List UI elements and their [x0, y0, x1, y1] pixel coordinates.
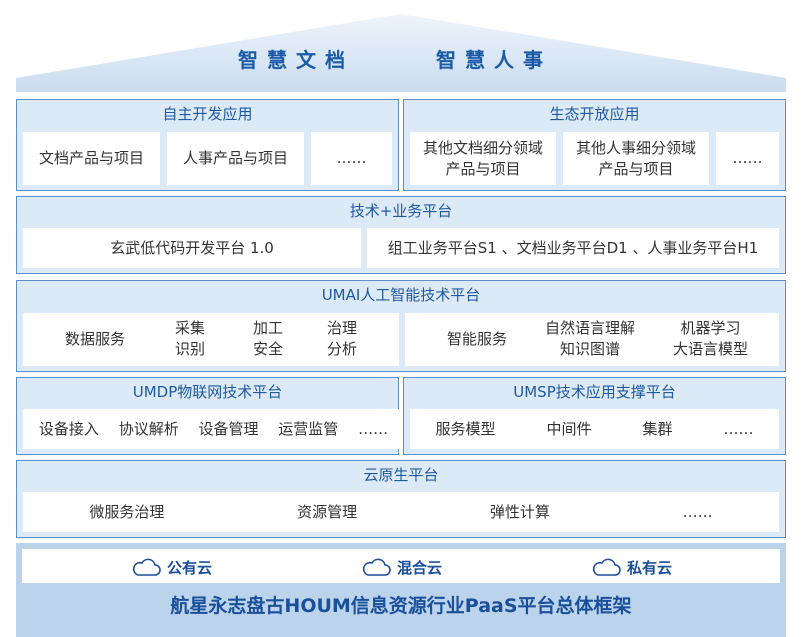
business-platforms: 组工业务平台S1 、文档业务平台D1 、人事业务平台H1: [367, 228, 779, 268]
cloud-native-more: ……: [682, 502, 713, 521]
smart-services-box: 智能服务 自然语言理解 知识图谱 机器学习 大语言模型: [405, 313, 779, 366]
eco-app-docs-line1: 其他文档细分领域: [422, 138, 543, 157]
data-service-collect: 采集: [175, 319, 206, 337]
self-app-docs: 文档产品与项目: [23, 132, 160, 185]
smart-service-group-2: 机器学习 大语言模型: [673, 318, 748, 360]
umsp-title: UMSP技术应用支撑平台: [513, 383, 676, 401]
data-service-security: 安全: [253, 340, 284, 358]
umsp-middleware: 中间件: [546, 419, 592, 438]
data-services-box: 数据服务 采集 识别 加工 安全 治理 分析: [23, 313, 399, 366]
roof-banner: [16, 14, 786, 92]
umdp-device-mgmt: 设备管理: [198, 419, 259, 438]
eco-app-hr-line1: 其他人事细分领域: [575, 138, 696, 157]
cloud-public: 公有云: [131, 556, 212, 578]
eco-app-more: ……: [716, 132, 779, 185]
umdp-protocol-parse: 协议解析: [118, 419, 179, 438]
eco-app-docs: 其他文档细分领域 产品与项目: [410, 132, 556, 185]
eco-app-docs-line2: 产品与项目: [445, 159, 521, 178]
smart-service-llm: 大语言模型: [673, 340, 749, 358]
lowcode-platform: 玄武低代码开发平台 1.0: [23, 228, 361, 268]
cloud-icon: [362, 558, 391, 576]
tech-biz-title: 技术+业务平台: [349, 202, 453, 220]
cloud-private: 私有云: [591, 556, 672, 578]
eco-apps-title: 生态开放应用: [549, 105, 640, 123]
data-service-process: 加工: [253, 319, 284, 337]
smart-service-knowledge-graph: 知识图谱: [560, 340, 621, 358]
data-service-identify: 识别: [175, 340, 206, 358]
cloud-private-label: 私有云: [627, 558, 673, 577]
umsp-items: 服务模型 中间件 集群 ……: [410, 409, 779, 449]
umsp-cluster: 集群: [642, 419, 673, 438]
umsp-panel: UMSP技术应用支撑平台 服务模型 中间件 集群 ……: [403, 377, 786, 455]
smart-service-nlu: 自然语言理解: [545, 319, 636, 337]
smart-service-group-1: 自然语言理解 知识图谱: [545, 318, 635, 360]
self-apps-panel: 自主开发应用 文档产品与项目 人事产品与项目 ……: [16, 99, 399, 191]
cloud-native-title: 云原生平台: [363, 466, 439, 484]
data-service-govern: 治理: [327, 319, 358, 337]
cloud-hybrid-label: 混合云: [397, 558, 443, 577]
self-apps-title: 自主开发应用: [162, 105, 253, 123]
cloud-hybrid: 混合云: [361, 556, 442, 578]
eco-apps-panel: 生态开放应用 其他文档细分领域 产品与项目 其他人事细分领域 产品与项目 ……: [403, 99, 786, 191]
cloud-native-microservice: 微服务治理: [89, 502, 165, 521]
data-services-label: 数据服务: [65, 330, 126, 348]
data-service-process-security: 加工 安全: [253, 318, 283, 360]
cloud-native-elastic: 弹性计算: [489, 502, 550, 521]
umdp-title: UMDP物联网技术平台: [132, 383, 283, 401]
umai-panel: UMAI人工智能技术平台 数据服务 采集 识别 加工 安全 治理 分析 智能服务…: [16, 280, 786, 372]
cloud-strip: [22, 549, 780, 583]
cloud-native-resource: 资源管理: [297, 502, 358, 521]
umdp-panel: UMDP物联网技术平台 设备接入 协议解析 设备管理 运营监管 ……: [16, 377, 404, 455]
data-service-collect-identify: 采集 识别: [175, 318, 205, 360]
umdp-more: ……: [358, 419, 389, 438]
eco-app-hr-line2: 产品与项目: [598, 159, 674, 178]
self-app-hr: 人事产品与项目: [167, 132, 304, 185]
eco-app-hr: 其他人事细分领域 产品与项目: [563, 132, 709, 185]
cloud-native-panel: 云原生平台 微服务治理 资源管理 弹性计算 ……: [16, 460, 786, 538]
cloud-native-items: 微服务治理 资源管理 弹性计算 ……: [23, 492, 779, 532]
umsp-more: ……: [723, 419, 754, 438]
umdp-ops-monitor: 运营监管: [278, 419, 339, 438]
data-service-analyze: 分析: [327, 340, 358, 358]
umai-title: UMAI人工智能技术平台: [321, 286, 481, 304]
umdp-items: 设备接入 协议解析 设备管理 运营监管 ……: [23, 409, 404, 449]
framework-title: 航星永志盘古HOUM信息资源行业PaaS平台总体框架: [170, 595, 632, 617]
self-app-more: ……: [311, 132, 392, 185]
smart-services-label: 智能服务: [447, 330, 508, 348]
umdp-device-access: 设备接入: [38, 419, 99, 438]
cloud-public-label: 公有云: [167, 558, 213, 577]
tech-biz-panel: 技术+业务平台 玄武低代码开发平台 1.0 组工业务平台S1 、文档业务平台D1…: [16, 196, 786, 274]
smart-service-ml: 机器学习: [680, 319, 741, 337]
data-service-govern-analyze: 治理 分析: [327, 318, 357, 360]
roof-title-hr: 智慧人事: [436, 48, 552, 72]
roof-title-docs: 智慧文档: [238, 48, 354, 72]
cloud-icon: [592, 558, 621, 576]
umsp-service-model: 服务模型: [435, 419, 496, 438]
cloud-icon: [132, 558, 161, 576]
